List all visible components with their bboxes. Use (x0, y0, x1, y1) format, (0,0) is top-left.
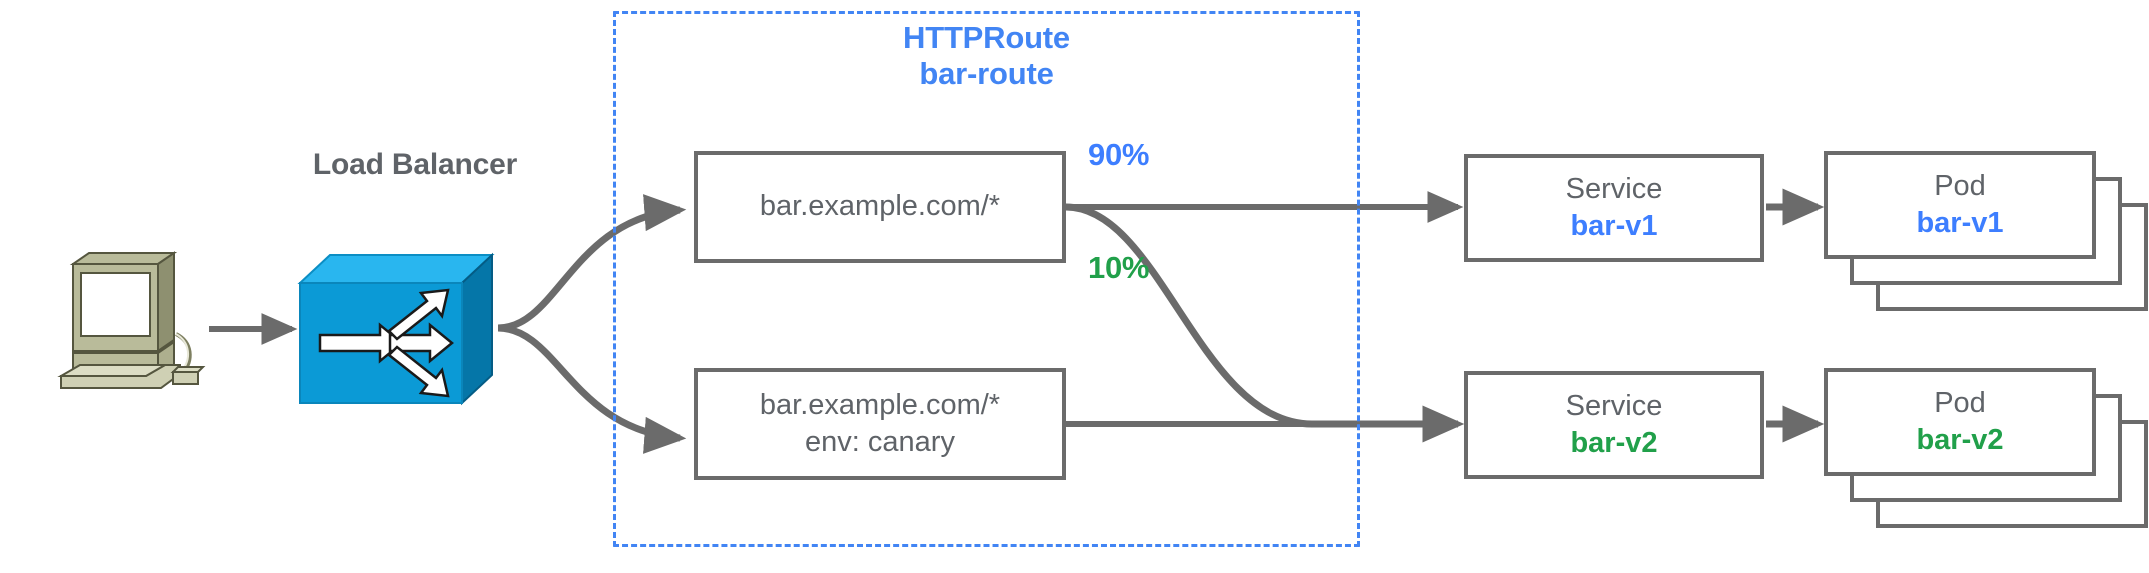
service-box-bar-v2[interactable]: Service bar-v2 (1464, 371, 1764, 479)
computer-workstation-icon (57, 251, 206, 389)
pod-kind-label: Pod (1934, 169, 1986, 202)
service-kind-label: Service (1565, 389, 1663, 422)
match-hostname-path: bar.example.com/* (759, 190, 1001, 223)
weight-label-10: 10% (1088, 250, 1150, 285)
weight-label-90: 90% (1088, 137, 1150, 172)
pod-name-label: bar-v2 (1916, 424, 2004, 456)
match-rule-box[interactable]: bar.example.com/* (694, 151, 1066, 263)
match-header-rule: env: canary (805, 426, 955, 458)
match-hostname-path: bar.example.com/* (759, 388, 1001, 421)
pod-stack-bar-v1[interactable]: Pod bar-v1 (1824, 151, 2148, 311)
service-name-label: bar-v1 (1570, 210, 1658, 242)
pod-kind-label: Pod (1934, 386, 1986, 419)
service-name-label: bar-v2 (1570, 427, 1658, 459)
pod-stack-bar-v2[interactable]: Pod bar-v2 (1824, 368, 2148, 528)
service-box-bar-v1[interactable]: Service bar-v1 (1464, 154, 1764, 262)
load-balancer-label: Load Balancer (312, 148, 518, 181)
load-balancer-switch-icon (297, 252, 495, 406)
httproute-group-boundary (613, 11, 1360, 547)
httproute-kind-label: HTTPRoute (903, 20, 1070, 55)
pod-name-label: bar-v1 (1916, 207, 2004, 239)
match-rule-box[interactable]: bar.example.com/* env: canary (694, 368, 1066, 480)
httproute-group-title: HTTPRoute bar-route (613, 20, 1360, 91)
pod-card-front[interactable]: Pod bar-v1 (1824, 151, 2096, 259)
service-kind-label: Service (1565, 172, 1663, 205)
httproute-name-label: bar-route (919, 55, 1054, 91)
pod-card-front[interactable]: Pod bar-v2 (1824, 368, 2096, 476)
